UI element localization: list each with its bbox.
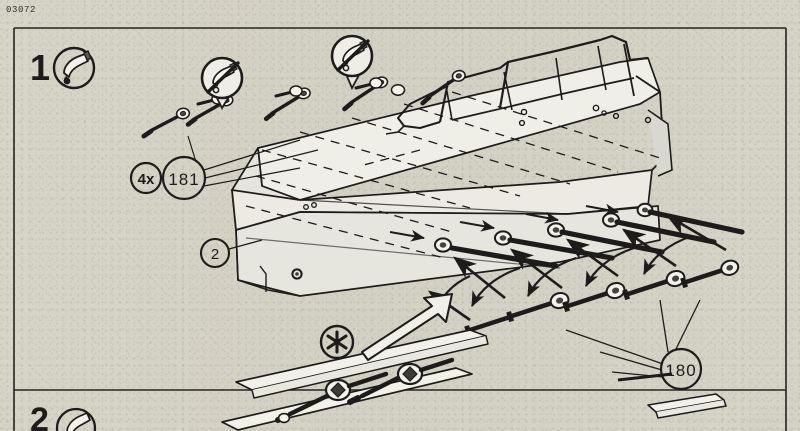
cab-body-assembly: [231, 34, 673, 297]
strike-through: [336, 39, 370, 72]
detail-linkage: [275, 357, 455, 424]
loose-rod-parts: [464, 259, 740, 337]
step-2-header: 2: [30, 393, 727, 431]
callout-leader-lines: [187, 135, 319, 187]
sprue-part-fragment: [647, 393, 727, 419]
hidden-edge-lines: [245, 91, 661, 259]
insertion-arrows: [389, 203, 619, 242]
glue-bottle-icon: [55, 407, 97, 431]
callout-label: 4x: [138, 171, 155, 188]
reference-bar: [617, 372, 673, 382]
asterisk-icon: [319, 324, 355, 360]
step-number: 2: [30, 401, 49, 431]
strike-through: [206, 61, 240, 94]
glue-bottle-icon: [52, 46, 96, 90]
assembly-direction-arrows: [427, 214, 727, 322]
callout-part-181: 181: [161, 155, 207, 201]
no-glue-icon: [330, 34, 374, 91]
detail-inset-view: [221, 293, 673, 431]
callout-label: 180: [665, 361, 696, 380]
callout-label: 2: [211, 246, 219, 263]
step-number: 1: [30, 47, 50, 88]
rod-part-181: [141, 107, 192, 136]
callout-label: 181: [168, 170, 199, 189]
callout-part-2: 2: [199, 237, 263, 269]
leader-line: [565, 299, 701, 378]
suspension-linkage-group: [389, 202, 745, 337]
leader-line: [228, 239, 263, 250]
assembly-curved-arrows: [433, 234, 693, 314]
rod-part-181: [339, 76, 391, 109]
callout-qty-4x: 4x: [129, 161, 163, 195]
sheet-code: 03072: [6, 5, 37, 15]
detail-view-arrow: [361, 293, 453, 361]
step-1-header: 1: [30, 46, 96, 90]
no-glue-icon: [200, 56, 244, 110]
callout-part-180: 180: [565, 299, 703, 391]
